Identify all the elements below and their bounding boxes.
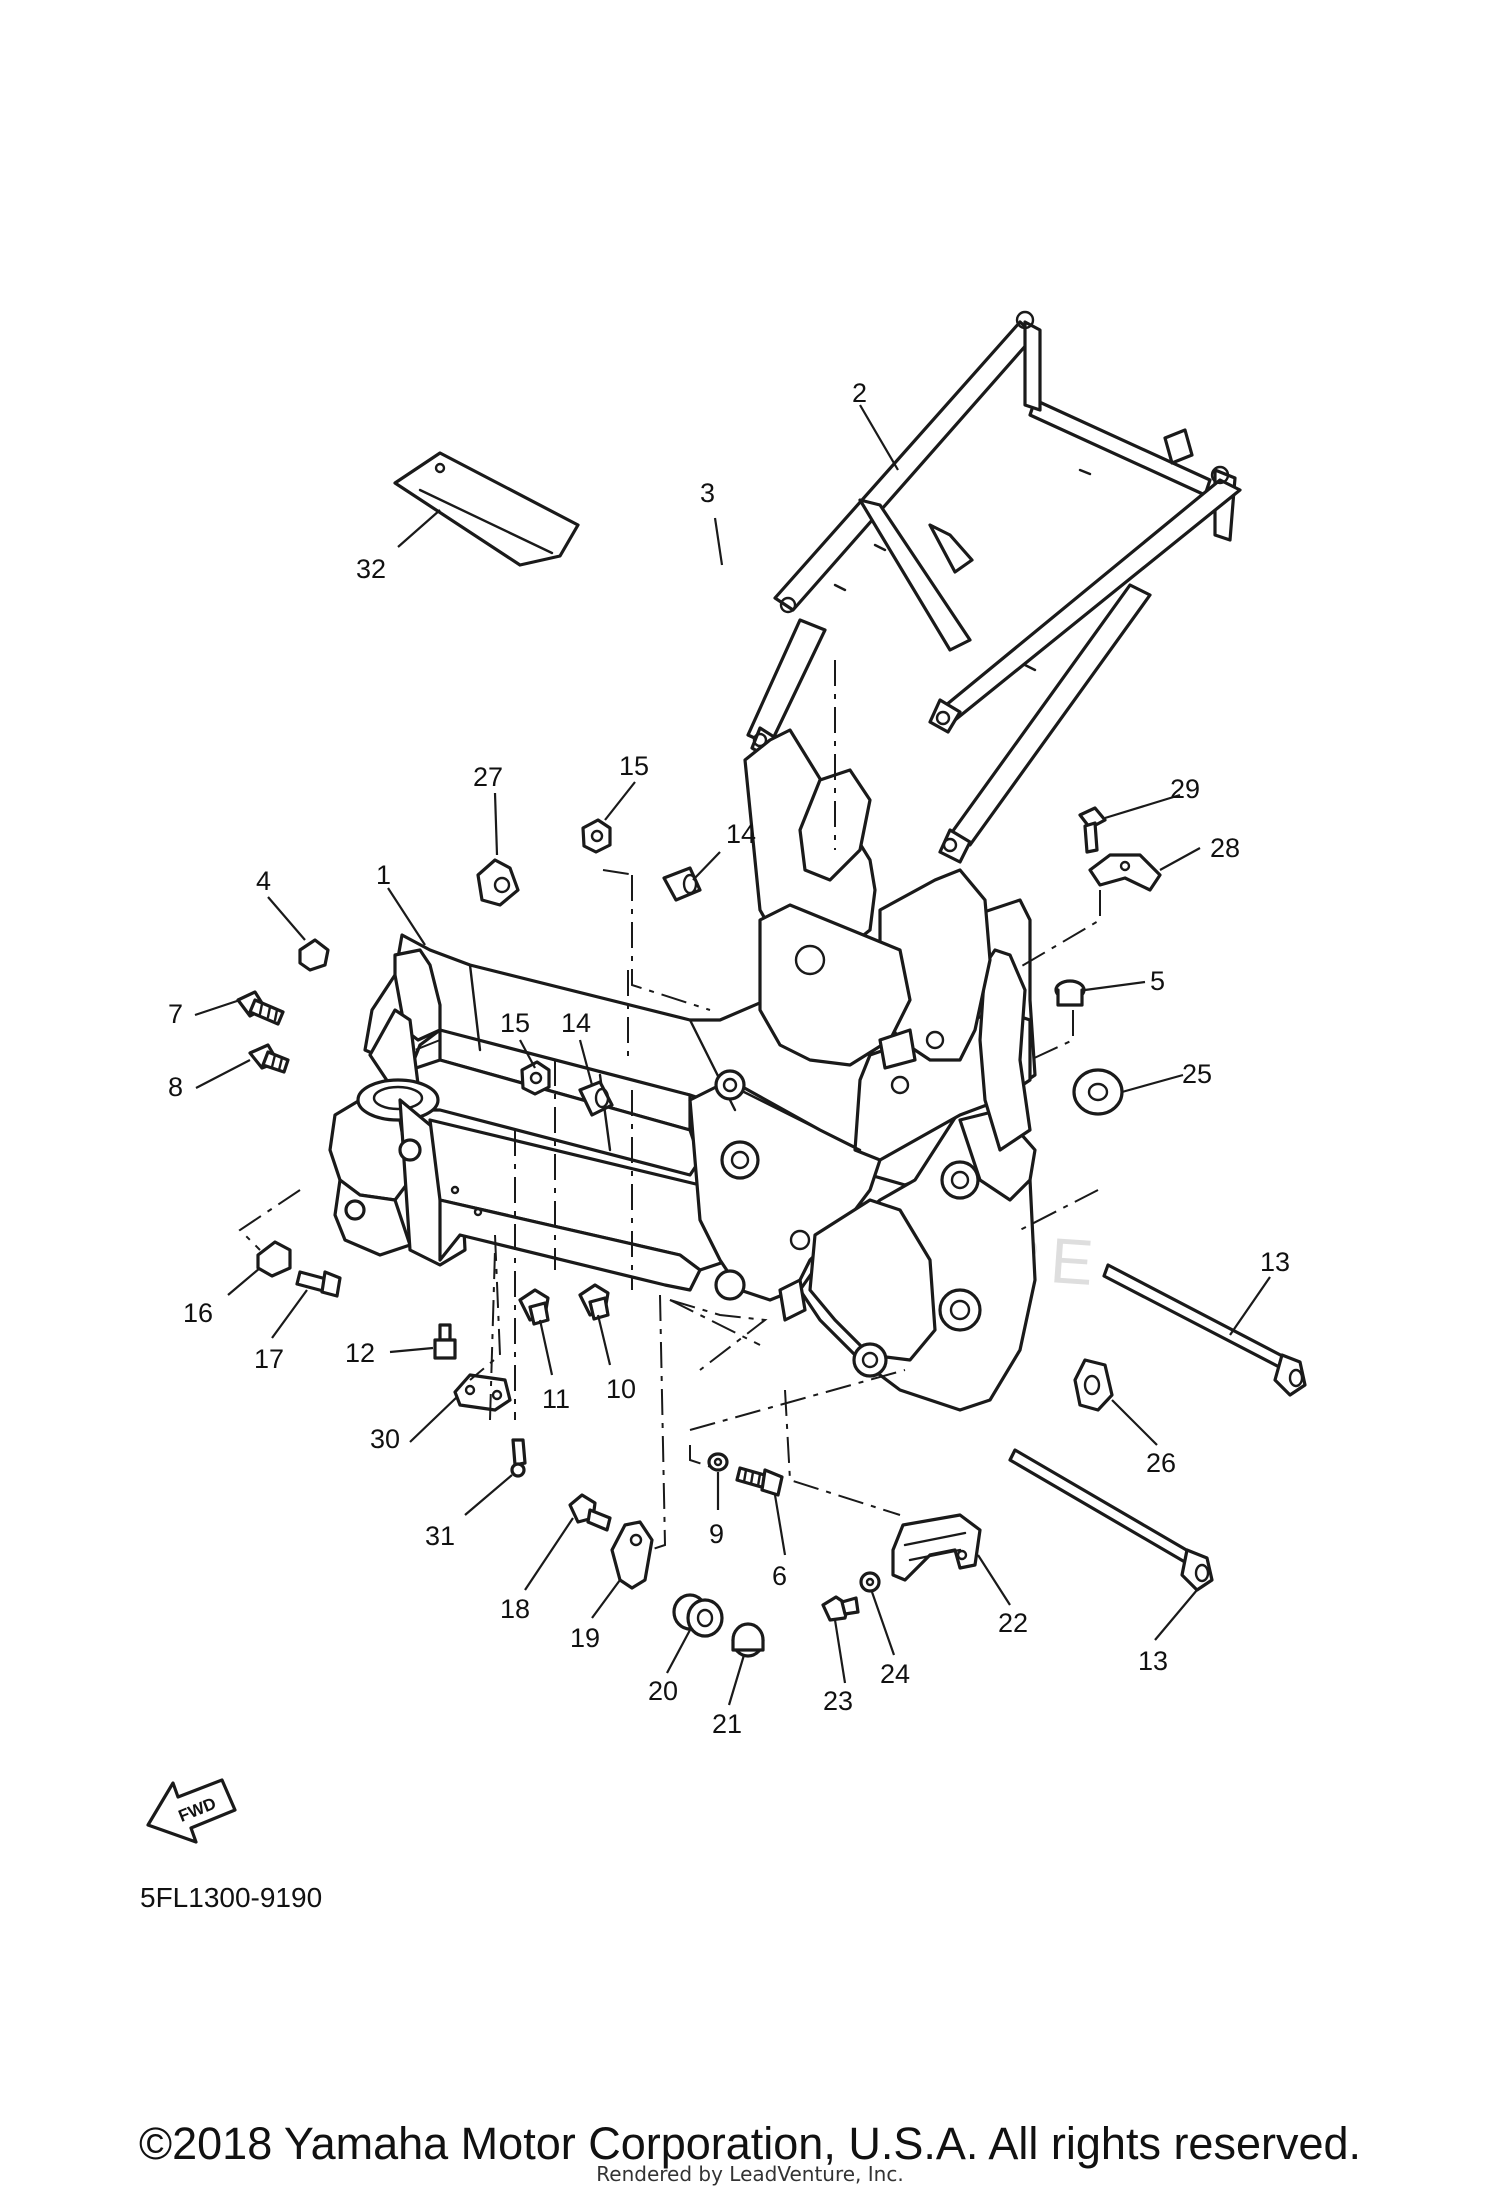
callout-17: 17 <box>254 1344 284 1374</box>
callout-20: 20 <box>648 1676 678 1706</box>
assembly-lines <box>238 660 1101 1551</box>
part-7-bolt <box>236 990 285 1026</box>
callout-2: 2 <box>852 378 867 408</box>
part-6-bolt <box>735 1466 784 1497</box>
callout-1: 1 <box>376 860 391 890</box>
part-14-collar-lower <box>578 1080 614 1117</box>
callout-4: 4 <box>256 866 271 896</box>
part-25-grommet <box>1072 1068 1124 1116</box>
part-10-bolt <box>578 1283 610 1321</box>
part-24-washer <box>859 1571 881 1593</box>
part-17-bolt <box>295 1270 342 1298</box>
callout-14-upper: 14 <box>726 819 756 849</box>
part-23-bolt <box>821 1595 860 1622</box>
callout-3: 3 <box>700 478 715 508</box>
part-26-cap <box>1073 1358 1114 1412</box>
callout-5: 5 <box>1150 966 1165 996</box>
callout-26: 26 <box>1146 1448 1176 1478</box>
part-18-bolt <box>568 1493 612 1532</box>
callout-14-lower: 14 <box>561 1008 591 1038</box>
fwd-arrow-icon: FWD <box>146 1778 237 1844</box>
part-29-bolt <box>1078 806 1107 854</box>
callout-21: 21 <box>712 1709 742 1739</box>
part-1-main-frame <box>328 728 1037 1412</box>
callout-15-lower: 15 <box>500 1008 530 1038</box>
callout-10: 10 <box>606 1374 636 1404</box>
part-13-axle-lower <box>1008 1448 1214 1592</box>
callout-8: 8 <box>168 1072 183 1102</box>
part-15-nut-lower <box>520 1060 551 1096</box>
part-2-rear-subframe <box>746 310 1242 864</box>
callout-24: 24 <box>880 1659 910 1689</box>
callout-25: 25 <box>1182 1059 1212 1089</box>
callout-7: 7 <box>168 999 183 1029</box>
part-20-bushing <box>672 1593 724 1638</box>
callout-12: 12 <box>345 1338 375 1368</box>
part-4-bolt <box>298 938 330 972</box>
part-32-cover <box>393 451 580 567</box>
callout-13-upper: 13 <box>1260 1247 1290 1277</box>
part-11-bolt <box>518 1288 550 1326</box>
part-14-collar-upper <box>662 866 702 902</box>
callout-27: 27 <box>473 762 503 792</box>
part-22-bracket <box>891 1513 982 1582</box>
part-16-collar <box>256 1240 292 1278</box>
callout-11: 11 <box>542 1384 570 1414</box>
callout-6: 6 <box>772 1561 787 1591</box>
callout-16: 16 <box>183 1298 213 1328</box>
callout-15-upper: 15 <box>619 751 649 781</box>
part-31-screw <box>510 1438 527 1478</box>
part-27-cap <box>476 858 520 907</box>
callout-22: 22 <box>998 1608 1028 1638</box>
callout-28: 28 <box>1210 833 1240 863</box>
callout-23: 23 <box>823 1686 853 1716</box>
part-15-nut-upper <box>581 818 612 854</box>
callout-29: 29 <box>1170 774 1200 804</box>
part-13-axle-upper <box>1102 1263 1307 1397</box>
leader-lines <box>194 404 1271 1706</box>
diagram-code: 5FL1300-9190 <box>140 1882 323 1913</box>
part-8-bolt <box>248 1043 290 1074</box>
callout-19: 19 <box>570 1623 600 1653</box>
part-28-bracket <box>1088 853 1162 892</box>
part-30-plate <box>453 1373 512 1412</box>
part-19-bracket <box>610 1520 654 1590</box>
callout-31: 31 <box>425 1521 455 1551</box>
part-12-bolt <box>433 1323 457 1360</box>
rendered-by-notice: Rendered by LeadVenture, Inc. <box>596 2162 904 2186</box>
callout-30: 30 <box>370 1424 400 1454</box>
callout-18: 18 <box>500 1594 530 1624</box>
part-9-washer <box>707 1452 729 1472</box>
copyright-notice: ©2018 Yamaha Motor Corporation, U.S.A. A… <box>138 2118 1362 2169</box>
callout-13-lower: 13 <box>1138 1646 1168 1676</box>
callout-32: 32 <box>356 554 386 584</box>
callout-9: 9 <box>709 1519 724 1549</box>
part-5-plug <box>1054 979 1086 1007</box>
part-21-cap <box>731 1622 765 1658</box>
callouts: 1 2 3 4 5 6 7 8 9 10 11 12 13 13 14 14 1… <box>168 378 1290 1739</box>
